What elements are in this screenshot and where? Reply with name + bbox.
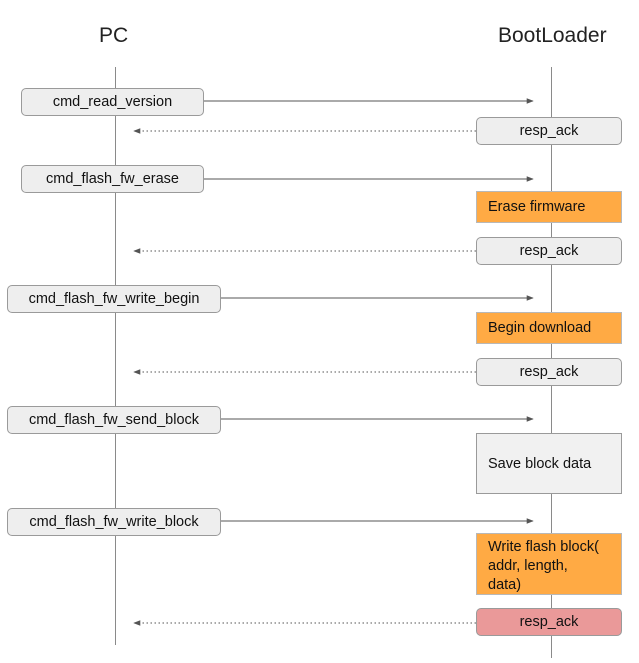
- resp-ack-final-box: resp_ack: [476, 608, 622, 636]
- cmd-flash-fw-write-begin-box: cmd_flash_fw_write_begin: [7, 285, 221, 313]
- actor-bootloader: BootLoader: [498, 24, 607, 47]
- write-flash-block-box: Write flash block( addr, length, data): [476, 533, 622, 595]
- cmd-flash-fw-write-block-box: cmd_flash_fw_write_block: [7, 508, 221, 536]
- resp-ack-box: resp_ack: [476, 237, 622, 265]
- resp-ack-box: resp_ack: [476, 117, 622, 145]
- save-block-data-box: Save block data: [476, 433, 622, 494]
- begin-download-box: Begin download: [476, 312, 622, 344]
- cmd-read-version-box: cmd_read_version: [21, 88, 204, 116]
- pc-lifeline: [115, 67, 116, 645]
- erase-firmware-box: Erase firmware: [476, 191, 622, 223]
- actor-pc: PC: [99, 24, 129, 47]
- cmd-flash-fw-send-block-box: cmd_flash_fw_send_block: [7, 406, 221, 434]
- cmd-flash-fw-erase-box: cmd_flash_fw_erase: [21, 165, 204, 193]
- resp-ack-box: resp_ack: [476, 358, 622, 386]
